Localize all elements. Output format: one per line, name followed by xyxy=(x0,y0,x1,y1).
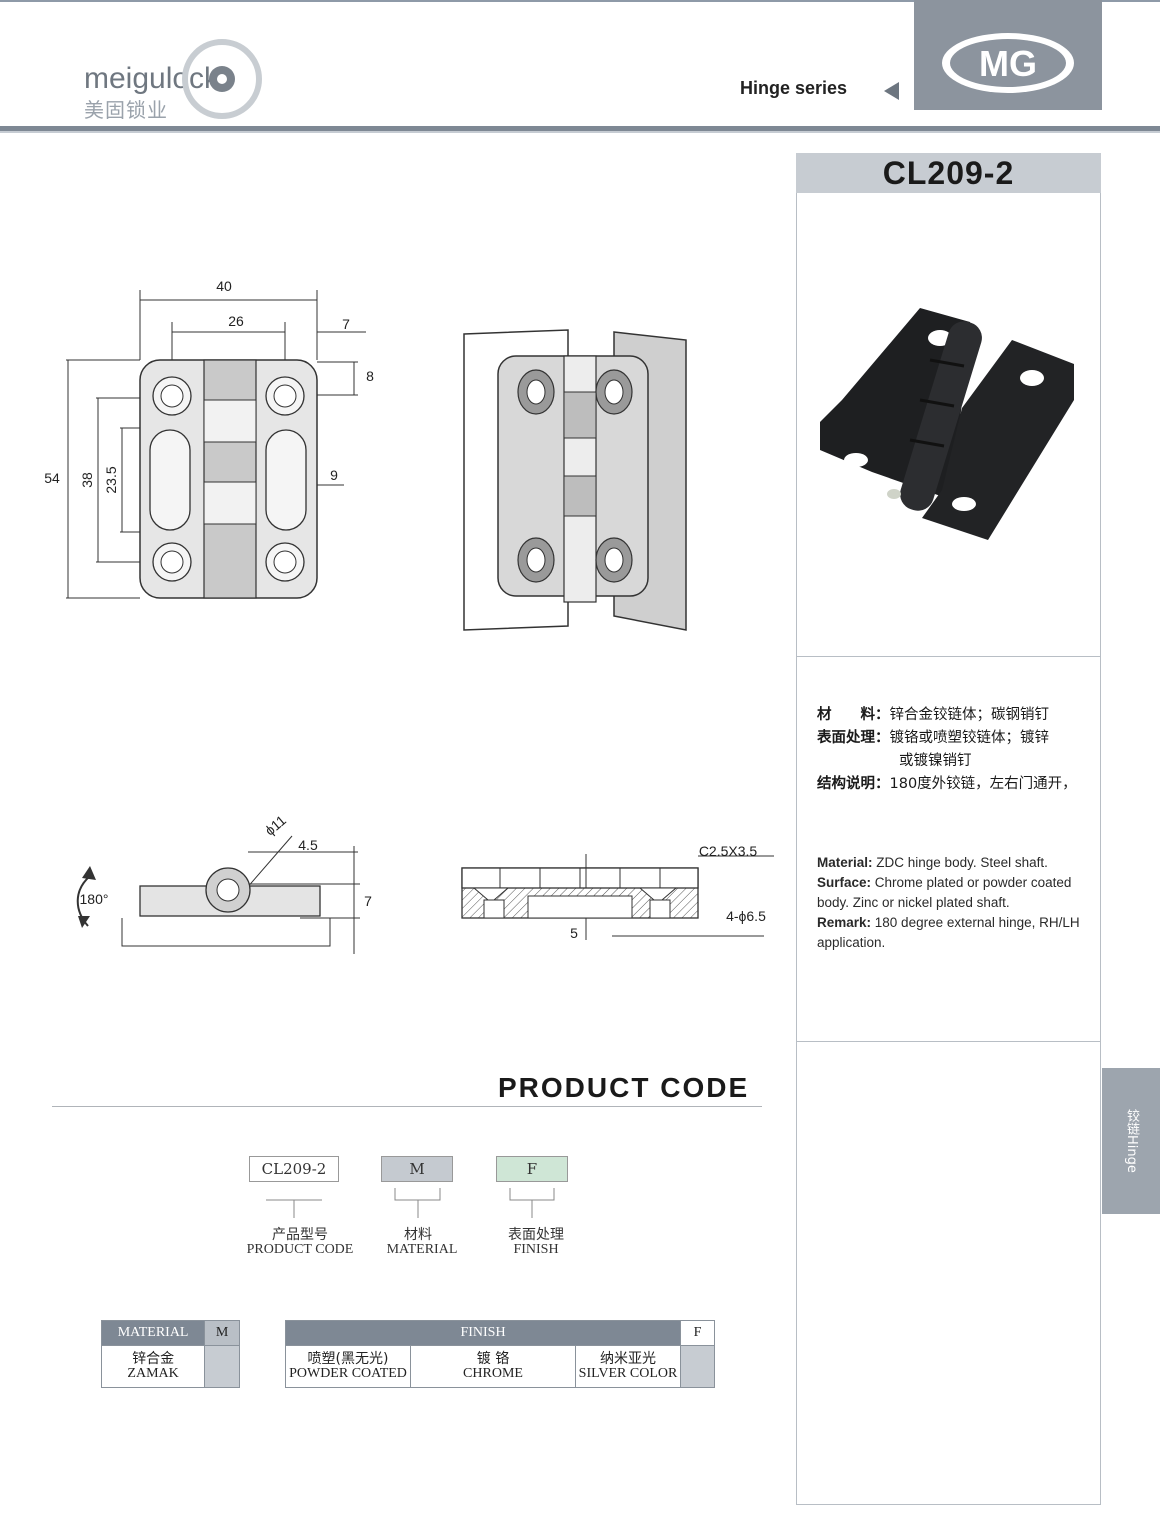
dim-9: 9 xyxy=(330,467,338,483)
dim-7: 7 xyxy=(342,316,350,332)
side-tab-hinge[interactable] xyxy=(1102,1068,1160,1214)
top-rule xyxy=(0,0,1160,2)
spec-english-block: Material: ZDC hinge body. Steel shaft. S… xyxy=(817,853,1095,953)
material-table-code: M xyxy=(204,1320,240,1346)
finish-table-code: F xyxy=(680,1320,715,1346)
dim-chamfer: C2.5X3.5 xyxy=(699,843,758,859)
label-finish-en: FINISH xyxy=(513,1242,559,1257)
panel-divider-top xyxy=(796,656,1101,657)
code-connector-lines xyxy=(266,1188,555,1218)
product-code-title: PRODUCT CODE xyxy=(498,1072,750,1103)
logo-lock-ring-icon xyxy=(182,39,262,119)
section-view-drawing: C2.5X3.5 4-ϕ6.5 5 xyxy=(461,843,774,941)
header-band-light xyxy=(0,131,1160,133)
label-product-code-en: PRODUCT CODE xyxy=(246,1242,354,1257)
dim-8: 8 xyxy=(366,368,374,384)
dim-54: 54 xyxy=(44,470,60,486)
spec-material-cn: 材 料：锌合金铰链体；碳钢销钉 xyxy=(817,707,1049,723)
dim-38: 38 xyxy=(79,472,95,488)
dim-23-5: 23.5 xyxy=(103,466,119,493)
dim-phi11: ϕ11 xyxy=(262,812,290,839)
brand-logo-text: meigulock xyxy=(84,62,220,95)
finish-table-header: FINISH xyxy=(285,1320,681,1346)
spec-surface-cn: 表面处理：镀铬或喷塑铰链体；镀锌 xyxy=(817,730,1049,746)
isometric-view-drawing xyxy=(463,329,687,631)
finish-option-chrome: 镀 铬 CHROME xyxy=(410,1345,576,1388)
finish-option-silver: 纳米亚光 SILVER COLOR xyxy=(575,1345,681,1388)
mg-badge: MG xyxy=(942,33,1074,93)
spec-surface-cn-cont: 或镀镍销钉 xyxy=(899,753,972,769)
mg-badge-text: MG xyxy=(979,43,1037,84)
label-material-cn: 材料 xyxy=(404,1227,432,1243)
label-material-en: MATERIAL xyxy=(386,1242,458,1257)
spec-structure-cn: 结构说明：180度外铰链，左右门通开， xyxy=(817,776,1077,792)
header-band xyxy=(0,126,1160,131)
front-view-drawing: 40 26 7 8 9 54 38 23.5 xyxy=(44,278,374,599)
label-finish-cn: 表面处理 xyxy=(508,1227,564,1243)
finish-table: FINISH F 喷塑(黑无光) POWDER COATED 镀 铬 CHROM… xyxy=(285,1320,715,1388)
series-label: Hinge series xyxy=(740,78,848,98)
material-option-code-cell xyxy=(204,1345,240,1388)
dim-5: 5 xyxy=(570,925,578,941)
material-table-header: MATERIAL xyxy=(100,1320,206,1346)
spec-remark-en: Remark: 180 degree external hinge, RH/LH… xyxy=(817,915,1080,950)
dim-40: 40 xyxy=(216,278,232,294)
product-photo xyxy=(820,308,1074,540)
material-table: MATERIAL M 锌合金 ZAMAK xyxy=(100,1320,240,1388)
material-option-zamak: 锌合金 ZAMAK xyxy=(100,1345,206,1388)
brand-chinese-name: 美固锁业 xyxy=(84,98,168,122)
dim-26: 26 xyxy=(228,313,244,329)
code-box-model: CL209-2 xyxy=(249,1156,339,1182)
product-code-rule xyxy=(52,1106,762,1107)
finish-option-powder: 喷塑(黑无光) POWDER COATED xyxy=(285,1345,411,1388)
dim-180-deg: 180° xyxy=(80,891,109,907)
finish-option-code-cell xyxy=(680,1345,715,1388)
panel-divider-bottom xyxy=(796,1041,1101,1042)
series-arrow-icon xyxy=(884,82,899,100)
dim-4-5: 4.5 xyxy=(298,837,318,853)
spec-surface-en: Surface: Chrome plated or powder coated … xyxy=(817,875,1072,910)
spec-material-en: Material: ZDC hinge body. Steel shaft. xyxy=(817,855,1048,870)
code-box-material: M xyxy=(381,1156,453,1182)
side-view-drawing: 180° ϕ11 4.5 7 xyxy=(76,812,372,954)
dim-holes: 4-ϕ6.5 xyxy=(726,908,766,924)
model-title: CL209-2 xyxy=(796,153,1101,193)
label-product-code-cn: 产品型号 xyxy=(272,1227,328,1243)
code-box-finish: F xyxy=(496,1156,568,1182)
dim-7-side: 7 xyxy=(364,893,372,909)
